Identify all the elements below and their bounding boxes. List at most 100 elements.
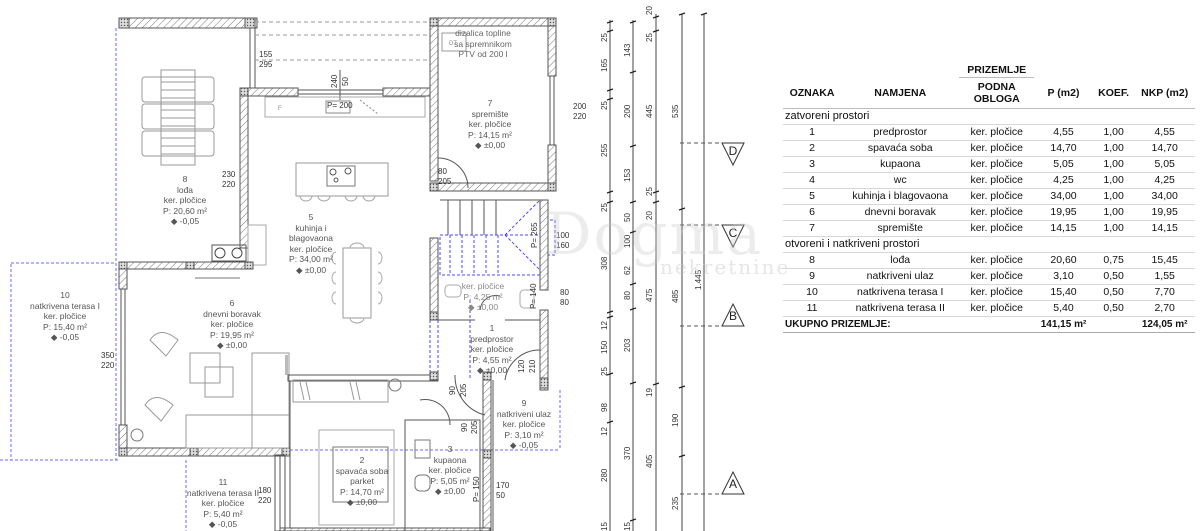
dim-chain-value: 200 [623, 104, 632, 118]
room-name: spremište [471, 108, 509, 119]
note-line: PTV od 200 l [458, 49, 508, 59]
cell-floor: ker. pločice [959, 140, 1035, 157]
room-area: P: 5,05 m² [430, 475, 470, 486]
dim-chain-value: 12 [600, 427, 609, 436]
empty-cell [783, 62, 841, 78]
cell-id: 6 [783, 204, 842, 221]
dim-chain-value: 15 [600, 522, 609, 531]
dim-top: 170 [496, 481, 510, 490]
cell-floor: ker. pločice [959, 252, 1035, 269]
note-line: dizalica topline [455, 28, 511, 38]
room-name: spavaća soba [335, 465, 389, 476]
cell-id: 5 [783, 188, 842, 205]
opening-dim: 120 [517, 360, 526, 373]
opening-dim: 205 [470, 421, 479, 434]
opening-dim: 90 [448, 386, 457, 395]
cell-nkp: 14,15 [1134, 220, 1195, 237]
room-label-4: ker. pločice P: 4,25 m² ◆ ±0,00 [462, 281, 505, 313]
room-name: natkrivena terasa II [186, 487, 260, 498]
section-row: otvoreni i natkriveni prostori [783, 236, 1195, 253]
room-floor: ker. pločice [210, 319, 254, 329]
sink-parapet: P= 200 [327, 101, 353, 110]
cell-nkp: 2,70 [1134, 300, 1195, 317]
room-level: ◆ ±0,00 [346, 497, 378, 507]
cell-floor: ker. pločice [959, 204, 1035, 221]
dim-bottom: 220 [222, 180, 236, 189]
dim-top: 230 [222, 170, 236, 179]
dim-chain-value: 405 [645, 454, 654, 468]
room-number: 8 [182, 174, 188, 184]
cell-koef: 1,00 [1092, 140, 1135, 157]
col-koef: KOEF. [1092, 77, 1135, 109]
room-label-11: 11 natkrivena terasa II ker. pločice P: … [187, 477, 259, 530]
dim-chain-value: 255 [600, 143, 609, 157]
cell-name: spremište [841, 220, 960, 237]
cell-koef: 0,75 [1092, 252, 1135, 269]
room-area: P: 20,60 m² [163, 205, 207, 216]
room-floor: ker. pločice [289, 243, 333, 254]
cell-id: 9 [783, 268, 842, 285]
cell-id: 3 [783, 156, 842, 173]
dim-chain-value: 25 [600, 367, 609, 376]
section-marker-a: A [728, 477, 737, 491]
room-area: P: 14,70 m² [340, 486, 384, 497]
cell-p: 14,15 [1034, 220, 1093, 237]
room-area: P: 4,25 m² [463, 291, 503, 302]
cell-koef: 0,50 [1092, 268, 1135, 285]
room-level: ◆ ±0,00 [476, 365, 508, 375]
room-name: kuhinja i [295, 222, 327, 233]
room-area: P: 4,55 m² [472, 354, 512, 365]
dim-chain-value: 98 [600, 403, 609, 412]
empty-cell [1093, 62, 1134, 78]
cell-name: dnevni boravak [841, 204, 960, 221]
dim-top: 80 [438, 167, 447, 176]
dim-chain-value: 25 [600, 33, 609, 42]
dim-chain-value: 475 [645, 288, 654, 302]
dt-label: DT [449, 41, 457, 47]
cell-id: 2 [783, 140, 842, 157]
dim-chain-value: 190 [671, 413, 680, 427]
dim-bottom: 160 [556, 241, 570, 250]
room-number: 11 [218, 477, 228, 487]
dim-chain-value: 280 [600, 468, 609, 482]
dim-top: 240 [330, 74, 339, 88]
cell-name: predprostor [841, 124, 960, 141]
room-level: ◆ ±0,00 [434, 486, 466, 496]
empty-cell [1092, 316, 1135, 333]
cell-p: 4,25 [1034, 172, 1093, 189]
room-floor: ker. pločice [43, 311, 87, 321]
room-number: 5 [308, 212, 314, 222]
room-area: P: 3,10 m² [504, 429, 544, 440]
room-area: P: 14,15 m² [468, 129, 512, 140]
cell-p: 4,55 [1034, 124, 1093, 141]
cell-nkp: 1,55 [1134, 268, 1195, 285]
cell-koef: 1,00 [1092, 156, 1135, 173]
header-line: OBLOGA [973, 92, 1020, 105]
heat-pump-note: dizalica topline sa spremnikom PTV od 20… [454, 28, 512, 60]
room-label-10: 10 natkrivena terasa I ker. pločice P: 1… [30, 290, 100, 343]
room-label-3: 3 kupaona ker. pločice P: 5,05 m² ◆ ±0,0… [429, 444, 472, 497]
room-label-8: 8 lođa ker. pločice P: 20,60 m² ◆ -0,05 [163, 174, 207, 227]
cell-floor: ker. pločice [959, 284, 1035, 301]
dim-top: 180 [258, 486, 272, 495]
dim-chain-value: 19 [645, 388, 654, 397]
cell-p: 19,95 [1034, 204, 1093, 221]
room-name: natkriveni ulaz [496, 408, 552, 419]
cell-floor: ker. pločice [959, 300, 1035, 317]
room-floor: ker. pločice [502, 419, 546, 429]
room-label-6: 6 dnevni boravak ker. pločice P: 19,95 m… [203, 298, 261, 351]
section-marker-b: B [728, 309, 737, 323]
dim-chain-value: 235 [671, 496, 680, 510]
cell-id: 10 [783, 284, 842, 301]
room-number: 10 [60, 290, 70, 300]
dim-bottom: 205 [459, 383, 468, 397]
cell-name: spavaća soba [841, 140, 960, 157]
